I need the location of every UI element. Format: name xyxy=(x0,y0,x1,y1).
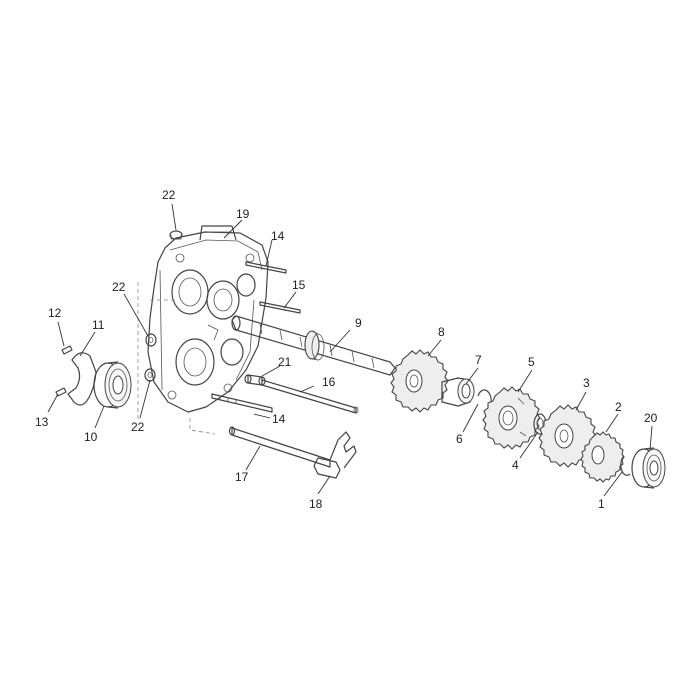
washer-22-left-lower xyxy=(144,368,156,382)
stud-14-lower xyxy=(211,393,273,413)
callout-10: 10 xyxy=(84,430,98,444)
callout-22-left: 22 xyxy=(112,280,126,294)
shift-rod-16 xyxy=(261,379,359,414)
screw-22-top xyxy=(169,230,183,240)
stud-14-upper xyxy=(245,261,287,274)
callout-14-upper: 14 xyxy=(271,229,285,243)
gear-3 xyxy=(538,404,597,468)
retainer-plate xyxy=(67,352,97,406)
washer-22-left-upper xyxy=(145,333,157,347)
crankcase-half xyxy=(147,225,269,413)
callout-22-top: 22 xyxy=(162,188,176,202)
bushing-21 xyxy=(244,374,266,386)
gear-2 xyxy=(580,431,625,483)
callout-1: 1 xyxy=(598,497,605,511)
assembly-lines xyxy=(137,282,216,435)
callout-21: 21 xyxy=(278,355,292,369)
callout-19: 19 xyxy=(236,207,250,221)
bushing-7 xyxy=(441,377,475,407)
main-shaft xyxy=(231,315,396,376)
leader-lines xyxy=(47,203,653,497)
bearing-right xyxy=(631,447,666,489)
callout-16: 16 xyxy=(322,375,336,389)
gear-5 xyxy=(482,386,541,450)
callout-15: 15 xyxy=(292,278,306,292)
callout-18: 18 xyxy=(309,497,323,511)
callout-labels: 1 2 3 4 5 6 7 8 9 10 11 12 13 14 14 15 1… xyxy=(35,188,658,511)
callout-17: 17 xyxy=(235,470,249,484)
gear-8 xyxy=(390,349,449,413)
callout-9: 9 xyxy=(355,316,362,330)
callout-5: 5 xyxy=(528,355,535,369)
callout-8: 8 xyxy=(438,325,445,339)
callout-7: 7 xyxy=(475,353,482,367)
callout-14-lower: 14 xyxy=(272,412,286,426)
callout-6: 6 xyxy=(456,432,463,446)
callout-22-lower: 22 xyxy=(131,420,145,434)
callout-2: 2 xyxy=(615,400,622,414)
callout-3: 3 xyxy=(583,376,590,390)
callout-4: 4 xyxy=(512,458,519,472)
bearing-left xyxy=(93,361,132,409)
fork-shaft-17 xyxy=(228,426,331,468)
callout-11: 11 xyxy=(92,318,105,332)
callout-12: 12 xyxy=(48,306,62,320)
screw-12 xyxy=(61,345,73,355)
callout-20: 20 xyxy=(644,411,658,425)
stud-15 xyxy=(259,301,301,314)
callout-13: 13 xyxy=(35,415,49,429)
shift-fork-18 xyxy=(313,431,357,479)
circlip-1 xyxy=(620,455,631,476)
